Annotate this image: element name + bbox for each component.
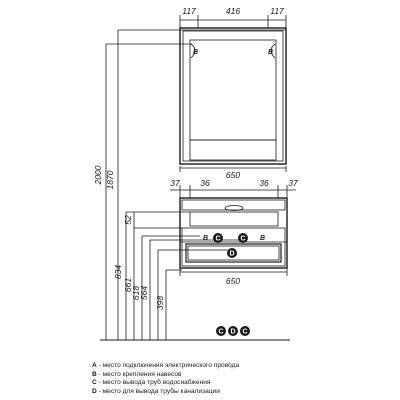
cabinet-top-dimension	[170, 185, 296, 198]
mirror-outline	[179, 27, 287, 165]
floor-marker-c-left: C	[216, 326, 226, 336]
dim-564: 564	[139, 286, 149, 300]
svg-text:C: C	[215, 236, 220, 243]
svg-text:D: D	[229, 251, 234, 258]
legend-item-c: C - место вывода труб водоснабжения	[92, 379, 211, 387]
floor-marker-d: D	[228, 326, 238, 336]
floor-marker-c-right: C	[240, 326, 250, 336]
cabinet-dim-1: 37	[170, 178, 180, 188]
mirror-width-dimension	[179, 166, 287, 172]
mirror-mark-b-left: B	[193, 49, 198, 56]
legend-item-a: A - место подключения электрического про…	[92, 362, 240, 369]
cabinet-dim-4: 37	[288, 178, 298, 188]
mirror-width-label: 650	[226, 170, 240, 180]
mirror-bracket-left	[190, 43, 196, 59]
dim-2000: 2000	[93, 165, 103, 185]
svg-text:C: C	[242, 329, 247, 336]
cabinet-dim-3: 36	[259, 178, 269, 188]
mirror-dim-right: 117	[270, 6, 284, 16]
cabinet-width-label: 650	[226, 276, 240, 286]
mirror-dim-center: 416	[226, 6, 240, 16]
dim-618: 618	[131, 286, 141, 300]
legend: A - место подключения электрического про…	[92, 362, 392, 397]
cabinet-mark-b-right: B	[260, 235, 265, 242]
dim-398: 398	[155, 296, 165, 310]
legend-item-b: B - место крепления навесов	[92, 370, 182, 378]
cabinet-dim-2: 36	[200, 178, 210, 188]
svg-text:D: D	[230, 329, 235, 336]
mirror-bracket-right	[270, 43, 276, 59]
dim-52: 52	[123, 215, 133, 225]
svg-text:C: C	[240, 236, 245, 243]
dim-661: 661	[123, 278, 133, 292]
cabinet-pipe-c-right: C	[238, 233, 248, 243]
cabinet-mark-b-left: B	[203, 235, 208, 242]
vertical-dimension-lines	[100, 29, 290, 341]
mirror-mark-b-right: B	[268, 49, 273, 56]
cabinet-outline	[179, 197, 288, 269]
mirror-dim-left: 117	[182, 6, 196, 16]
svg-text:C: C	[218, 329, 223, 336]
legend-item-d: D - место для вывода трубы канализации	[92, 388, 220, 396]
mirror-top-dimension	[179, 15, 287, 28]
dim-1870: 1870	[105, 170, 115, 189]
cabinet-drain-d: D	[227, 248, 237, 258]
dim-834: 834	[113, 265, 123, 279]
cabinet-pipe-c-left: C	[213, 233, 223, 243]
cabinet-width-dimension	[179, 268, 288, 276]
